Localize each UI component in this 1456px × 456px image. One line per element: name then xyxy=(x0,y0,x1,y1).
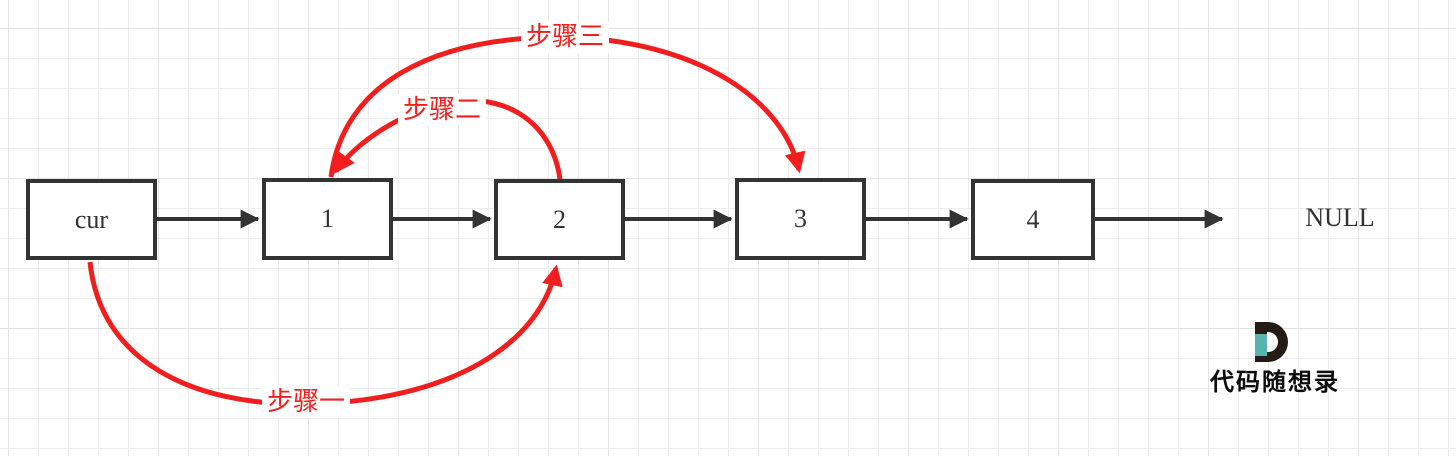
node-2: 2 xyxy=(494,179,625,260)
node-cur: cur xyxy=(26,179,157,260)
node-label: 4 xyxy=(1026,204,1040,234)
null-terminal-label: NULL xyxy=(1305,203,1375,232)
brand-d-accent xyxy=(1255,334,1267,356)
node-4: 4 xyxy=(971,179,1095,260)
brand-d-hole xyxy=(1267,332,1278,352)
node-label: cur xyxy=(74,204,109,234)
brand-logo: 代码随想录 xyxy=(1210,318,1360,398)
step1-arc xyxy=(87,261,563,407)
node-label: 3 xyxy=(794,204,807,233)
node-label: 2 xyxy=(553,204,566,234)
step1-label: 步骤一 xyxy=(262,386,351,418)
node-3: 3 xyxy=(735,178,866,260)
brand-name: 代码随想录 xyxy=(1210,370,1340,396)
step3-label: 步骤三 xyxy=(521,21,610,53)
node-1: 1 xyxy=(262,178,393,260)
brand-d-icon xyxy=(1255,322,1288,362)
step2-label: 步骤二 xyxy=(398,94,487,126)
node-label: 1 xyxy=(321,204,334,233)
